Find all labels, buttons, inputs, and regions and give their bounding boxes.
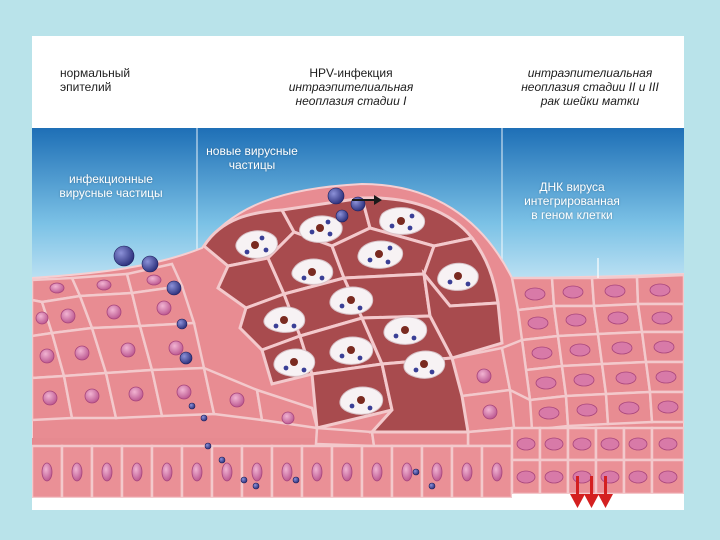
- label-stage1-line2: интраэпителиальная: [266, 80, 436, 94]
- label-dna-line1: ДНК вируса: [502, 180, 642, 194]
- basement-membrane: [32, 498, 512, 510]
- epithelium-diagram: инфекционные вирусные частицы новые виру…: [32, 128, 684, 510]
- label-new-particles: новые вирусные частицы: [192, 144, 312, 172]
- label-normal-line2: эпителий: [60, 80, 130, 94]
- label-stage2: интраэпителиальная неоплазия стадии II и…: [500, 66, 680, 108]
- basement-membrane-right: [512, 494, 684, 510]
- label-stage2-line3: рак шейки матки: [500, 94, 680, 108]
- label-infectious-line1: инфекционные: [38, 172, 184, 186]
- label-dna-line2: интегрированная: [502, 194, 642, 208]
- label-new-line1: новые вирусные: [192, 144, 312, 158]
- label-new-line2: частицы: [192, 158, 312, 172]
- label-stage2-line1: интраэпителиальная: [500, 66, 680, 80]
- slide-frame: нормальный эпителий HPV-инфекция интраэп…: [32, 36, 684, 510]
- label-normal-epithelium: нормальный эпителий: [60, 66, 130, 94]
- label-dna-line3: в геном клетки: [502, 208, 642, 222]
- label-stage1: HPV-инфекция интраэпителиальная неоплази…: [266, 66, 436, 108]
- label-normal-line1: нормальный: [60, 66, 130, 80]
- invasion-arrows: [570, 476, 613, 508]
- label-stage2-line2: неоплазия стадии II и III: [500, 80, 680, 94]
- label-stage1-line3: неоплазия стадии I: [266, 94, 436, 108]
- label-infectious-line2: вирусные частицы: [38, 186, 184, 200]
- label-stage1-line1: HPV-инфекция: [266, 66, 436, 80]
- label-infectious-particles: инфекционные вирусные частицы: [38, 172, 184, 200]
- header-row: нормальный эпителий HPV-инфекция интраэп…: [32, 36, 684, 128]
- label-viral-dna: ДНК вируса интегрированная в геном клетк…: [502, 180, 642, 222]
